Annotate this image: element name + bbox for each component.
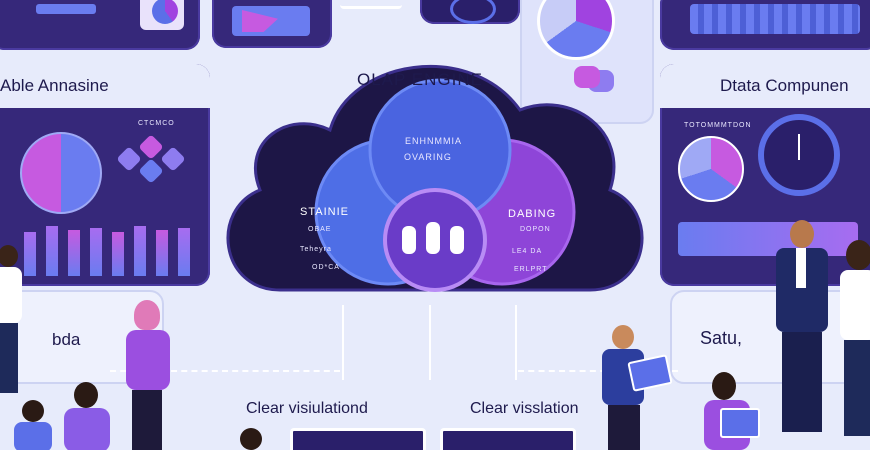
right-dashboard-panel: Dtata Compunen TOTOMMMTDON — [660, 64, 870, 286]
person-bottom-left-b — [14, 400, 54, 450]
pie-thumb-slice — [152, 0, 178, 24]
cloud-right-line1: DOPON — [520, 226, 551, 233]
top-mid-panel — [212, 0, 332, 48]
arrow-left — [342, 305, 344, 380]
person-left-laptop — [0, 245, 26, 395]
monitor-left — [290, 428, 426, 450]
cloud-right-line3: ERLPRT — [514, 266, 548, 273]
hex-cluster-icon — [116, 134, 192, 192]
top-left-panel — [0, 0, 200, 50]
top-connector — [340, 0, 402, 9]
right-pie-chart — [678, 136, 744, 202]
cloud-right-line2: LE4 DA — [512, 248, 543, 255]
left-panel-header — [0, 64, 210, 108]
bottom-right-box-label: Satu, — [700, 328, 743, 348]
laptop-device — [720, 408, 760, 438]
left-pie-chart — [20, 132, 102, 214]
left-bar-chart — [24, 222, 194, 276]
big-pie-chart — [537, 0, 615, 60]
person-right-woman — [840, 240, 870, 440]
bottom-right-box — [670, 290, 870, 384]
bottom-left-box-label: bda — [52, 330, 81, 349]
arrow-right — [515, 305, 517, 380]
monitor-right — [440, 428, 576, 450]
cloud-left-line3: OD*CA — [312, 264, 340, 271]
cloud-left-line2: Teheyra — [300, 246, 332, 253]
dashed-guide-right — [518, 370, 678, 372]
right-bar-chart — [678, 222, 858, 256]
left-panel-tag: CTCMCO — [138, 120, 175, 127]
bar-strip — [690, 4, 860, 34]
left-panel-title: Able Annasine — [0, 76, 109, 95]
person-suit-man — [770, 220, 832, 440]
person-purple-woman — [120, 300, 180, 450]
mini-chart — [36, 4, 96, 14]
cloud-right-title: DABING — [508, 208, 557, 220]
top-center-panel — [420, 0, 520, 24]
person-bottom-center — [236, 428, 266, 450]
cloud-left-title: STAINIE — [300, 206, 349, 218]
clear-visualization-left: Clear visiulationd — [246, 400, 368, 417]
left-dashboard-panel: Able Annasine CTCMCO — [0, 64, 210, 286]
person-bottom-left-a — [60, 382, 116, 450]
cloud-center-heading: ENHNMMIA — [405, 136, 462, 146]
right-panel-header — [660, 64, 870, 108]
clear-visualization-right: Clear visslation — [470, 400, 579, 417]
top-right-pie-panel — [520, 0, 654, 124]
dashed-guide-left — [110, 370, 340, 372]
right-panel-tag: TOTOMMMTDON — [684, 122, 752, 129]
cloud-center-sub: OVARING — [404, 152, 452, 162]
gauge-chart — [758, 114, 840, 196]
right-panel-title: Dtata Compunen — [720, 76, 849, 95]
top-center-ring — [450, 0, 496, 24]
arrow-center — [429, 305, 431, 380]
cloud-left-line1: OBAE — [308, 226, 332, 233]
cylinder-icon — [574, 66, 600, 88]
cloud-title: OLAP ENGINE — [357, 70, 483, 89]
top-right-panel — [660, 0, 870, 50]
olap-cloud — [226, 65, 644, 292]
